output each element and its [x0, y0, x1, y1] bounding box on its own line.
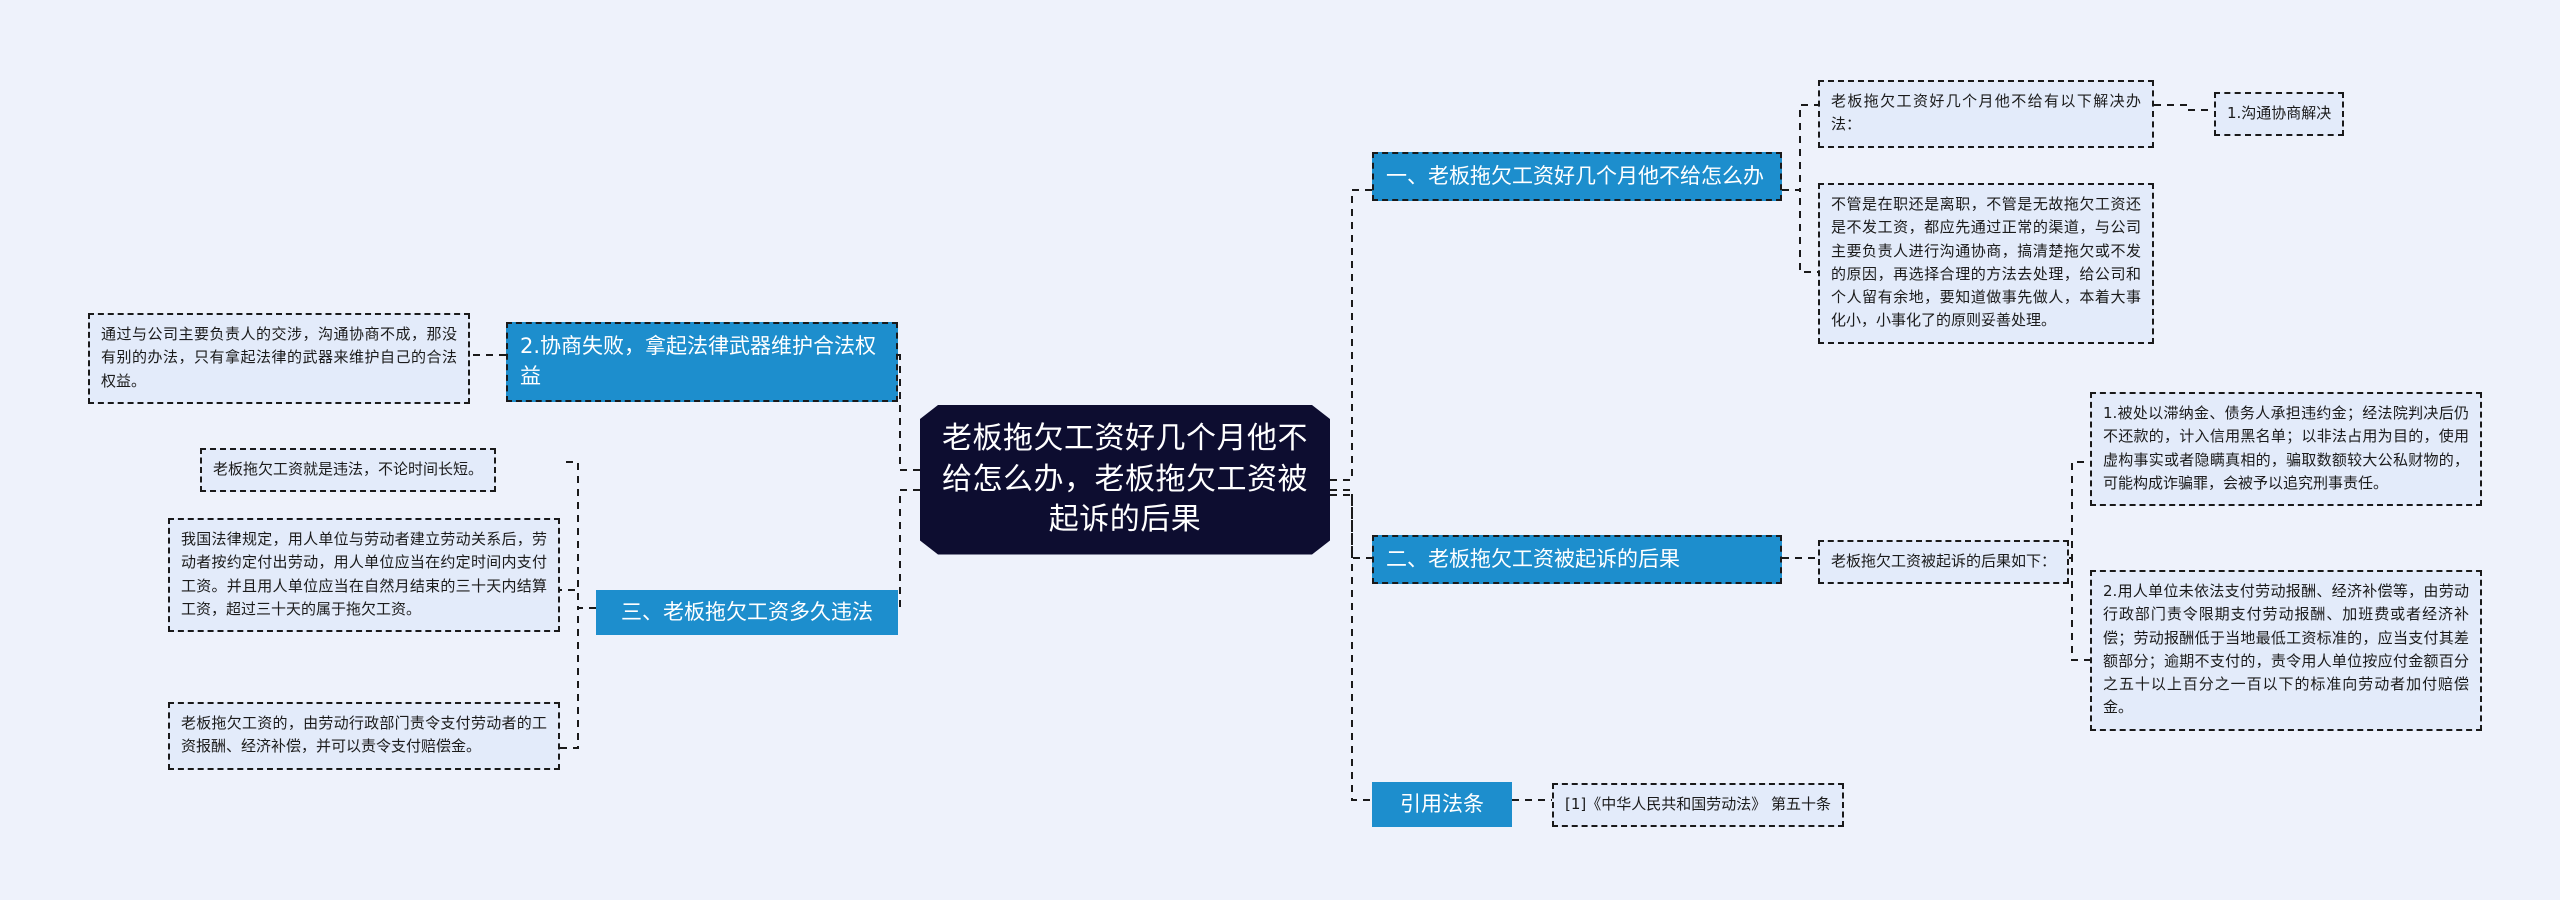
branch-node-2[interactable]: 二、老板拖欠工资被起诉的后果 [1372, 535, 1782, 585]
leaf-law-reference[interactable]: [1]《中华人民共和国劳动法》 第五十条 [1552, 783, 1845, 828]
leaf-solution-1-body[interactable]: 不管是在职还是离职，不管是无故拖欠工资还是不发工资，都应先通过正常的渠道，与公司… [1818, 183, 2154, 344]
leaf-illegal-penalty[interactable]: 老板拖欠工资的，由劳动行政部门责令支付劳动者的工资报酬、经济补偿，并可以责令支付… [168, 702, 560, 770]
root-node[interactable]: 老板拖欠工资好几个月他不给怎么办，老板拖欠工资被起诉的后果 [920, 405, 1330, 555]
leaf-consequence-2[interactable]: 2.用人单位未依法支付劳动报酬、经济补偿等，由劳动行政部门责令限期支付劳动报酬、… [2090, 570, 2482, 731]
leaf-solution-1-title[interactable]: 1.沟通协商解决 [2214, 92, 2345, 137]
branch-node-1[interactable]: 一、老板拖欠工资好几个月他不给怎么办 [1372, 152, 1782, 202]
branch-node-3[interactable]: 三、老板拖欠工资多久违法 [596, 590, 898, 636]
leaf-solutions-intro[interactable]: 老板拖欠工资好几个月他不给有以下解决办法： [1818, 80, 2154, 148]
branch-node-4[interactable]: 2.协商失败，拿起法律武器维护合法权益 [506, 322, 898, 402]
leaf-solution-2-body[interactable]: 通过与公司主要负责人的交涉，沟通协商不成，那没有别的办法，只有拿起法律的武器来维… [88, 313, 470, 404]
leaf-illegal-short[interactable]: 老板拖欠工资就是违法，不论时间长短。 [200, 448, 497, 493]
branch-node-law-citation[interactable]: 引用法条 [1372, 782, 1512, 828]
leaf-consequences-intro[interactable]: 老板拖欠工资被起诉的后果如下： [1818, 540, 2070, 585]
leaf-consequence-1[interactable]: 1.被处以滞纳金、债务人承担违约金；经法院判决后仍不还款的，计入信用黑名单；以非… [2090, 392, 2482, 506]
leaf-illegal-body[interactable]: 我国法律规定，用人单位与劳动者建立劳动关系后，劳动者按约定付出劳动，用人单位应当… [168, 518, 560, 632]
